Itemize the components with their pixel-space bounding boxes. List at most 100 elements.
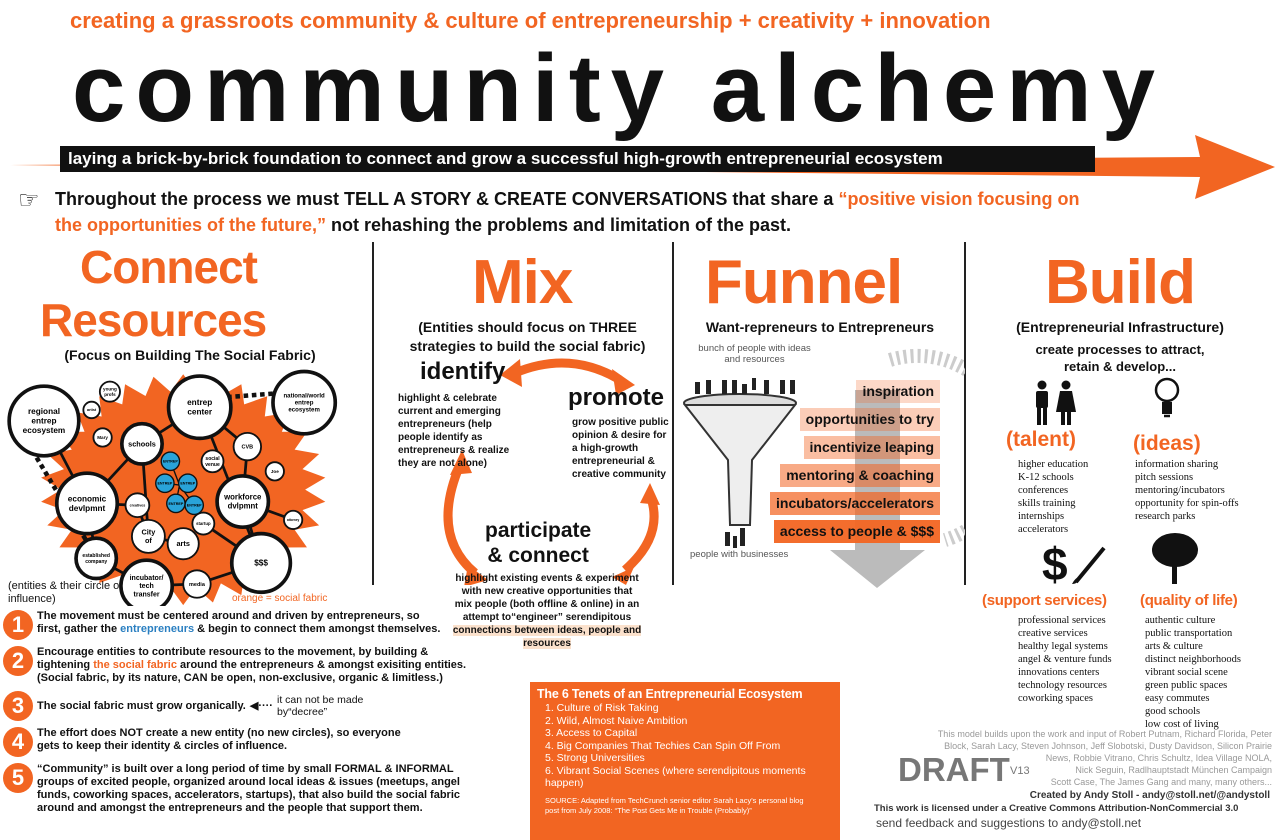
- funnel-bottom-label: people with businesses: [690, 549, 789, 560]
- node-entrep: ENTREP: [187, 504, 202, 508]
- list-item: K-12 schools: [1018, 472, 1074, 483]
- node-circle-workforce-dvlpmnt: [215, 474, 271, 530]
- node-circle-cvb: [232, 431, 262, 462]
- funnel-stage: access to people & $$$: [773, 520, 940, 543]
- node-circle-regional-entrep-ecosystem: [7, 384, 81, 458]
- connect-subtitle: (Focus on Building The Social Fabric): [64, 347, 316, 363]
- svg-text:attorney: attorney: [287, 518, 300, 522]
- node-circle--: [229, 531, 293, 595]
- list-item: public transportation: [1145, 628, 1233, 639]
- credits-builds-on: Scott Case, The James Gang and many, man…: [1050, 777, 1272, 787]
- promote-text: grow positive public opinion & desire fo…: [572, 417, 669, 480]
- list-item: accelerators: [1018, 524, 1069, 535]
- list-item: mentoring/incubators: [1135, 485, 1225, 496]
- step-number-badge: 2: [3, 646, 33, 676]
- tenet-item: 6. Vibrant Social Scenes (where serendip…: [545, 764, 806, 790]
- divider: [964, 242, 966, 585]
- version-label: V13: [1010, 765, 1030, 777]
- list-item: low cost of living: [1145, 719, 1219, 730]
- svg-text:arts: arts: [176, 539, 189, 548]
- list-item: good schools: [1145, 706, 1201, 717]
- list-item: technology resources: [1018, 680, 1107, 691]
- principle-text: Encourage entities to contribute resourc…: [37, 646, 467, 684]
- list-item: angel & venture funds: [1018, 654, 1112, 665]
- quality-label: (quality of life): [1140, 592, 1238, 609]
- tree-icon: [1152, 533, 1198, 584]
- lightbulb-icon: [1154, 377, 1180, 418]
- page-title: community alchemy: [72, 35, 1165, 142]
- svg-text:incubator/: incubator/: [130, 575, 164, 582]
- svg-text:ecosystem: ecosystem: [23, 426, 66, 435]
- svg-text:entrep: entrep: [187, 398, 212, 407]
- step-number-badge: 4: [3, 727, 33, 757]
- participate-text: highlight existing events & experiment w…: [452, 573, 642, 649]
- step-number-badge: 3: [3, 691, 33, 721]
- created-by: Created by Andy Stoll - andy@stoll.net/@…: [1029, 790, 1270, 801]
- principle-text: “Community” is built over a long period …: [37, 763, 461, 814]
- node-circle-creatives: [124, 492, 151, 519]
- funnel-title: Funnel: [705, 248, 903, 317]
- list-item: vibrant social scene: [1145, 667, 1228, 678]
- list-item: creative services: [1018, 628, 1088, 639]
- support-label: (support services): [982, 592, 1107, 609]
- divider: [372, 242, 374, 585]
- svg-text:tech: tech: [139, 583, 153, 590]
- identify-text: highlight & celebrate current and emergi…: [398, 393, 510, 469]
- pointing-hand-icon: ☞: [18, 186, 40, 214]
- list-item: authentic culture: [1145, 615, 1216, 626]
- mix-title: Mix: [472, 248, 573, 317]
- node--: $$$: [254, 559, 268, 568]
- tenet-item: 1. Culture of Risk Taking: [545, 702, 659, 714]
- promote-label: promote: [568, 384, 664, 411]
- credits-builds-on: Block, Sarah Lacy, Steven Johnson, Jeff …: [944, 741, 1272, 751]
- funnel-subtitle: Want-repreneurs to Entrepreneurs: [705, 319, 935, 335]
- node-circle-artist: [82, 400, 101, 420]
- svg-text:startup: startup: [196, 521, 211, 526]
- list-item: green public spaces: [1145, 680, 1228, 691]
- node-entrep: ENTREP: [163, 460, 178, 464]
- svg-text:regional: regional: [28, 407, 60, 416]
- node-circle-media: [182, 569, 212, 599]
- svg-text:devlpmnt: devlpmnt: [69, 504, 106, 513]
- list-item: internships: [1018, 511, 1065, 522]
- node-entrep: ENTREP: [157, 482, 172, 486]
- license: This work is licensed under a Creative C…: [874, 803, 1239, 814]
- svg-text:$$$: $$$: [254, 559, 268, 568]
- svg-text:company: company: [85, 559, 107, 565]
- node-mary: Mary: [97, 435, 108, 440]
- svg-text:dvlpmnt: dvlpmnt: [228, 502, 259, 511]
- entrep-circle: [160, 451, 181, 472]
- tenet-item: 3. Access to Capital: [545, 727, 638, 739]
- tenet-item: 2. Wild, Almost Naive Ambition: [545, 714, 688, 727]
- svg-text:entrep: entrep: [31, 417, 56, 426]
- node-circle-social-venue: [200, 449, 225, 474]
- svg-text:artist: artist: [87, 408, 97, 412]
- credits-builds-on: This model builds upon the work and inpu…: [937, 729, 1272, 739]
- credits-builds-on: Nick Seguin, Radlhauptstadt München Camp…: [1075, 765, 1272, 775]
- social-fabric-network: regionalentrepecosystemnational/worldent…: [7, 369, 338, 606]
- resources-title: Resources: [40, 294, 267, 346]
- node-artist: artist: [87, 408, 97, 412]
- funnel-stage: opportunities to try: [799, 408, 940, 431]
- svg-text:established: established: [82, 553, 110, 559]
- build-title: Build: [1045, 248, 1196, 317]
- funnel-stage: mentoring & coaching: [780, 464, 940, 487]
- build-subtitle: (Entrepreneurial Infrastructure): [1016, 319, 1224, 335]
- node-startup: startup: [196, 521, 211, 526]
- svg-text:young: young: [103, 387, 117, 392]
- node-circle-attorney: [283, 509, 304, 530]
- node-entrep: ENTREP: [168, 502, 183, 506]
- tenets-title: The 6 Tenets of an Entrepreneurial Ecosy…: [537, 687, 803, 701]
- svg-text:social: social: [205, 456, 220, 462]
- down-arrow-icon: [830, 390, 925, 588]
